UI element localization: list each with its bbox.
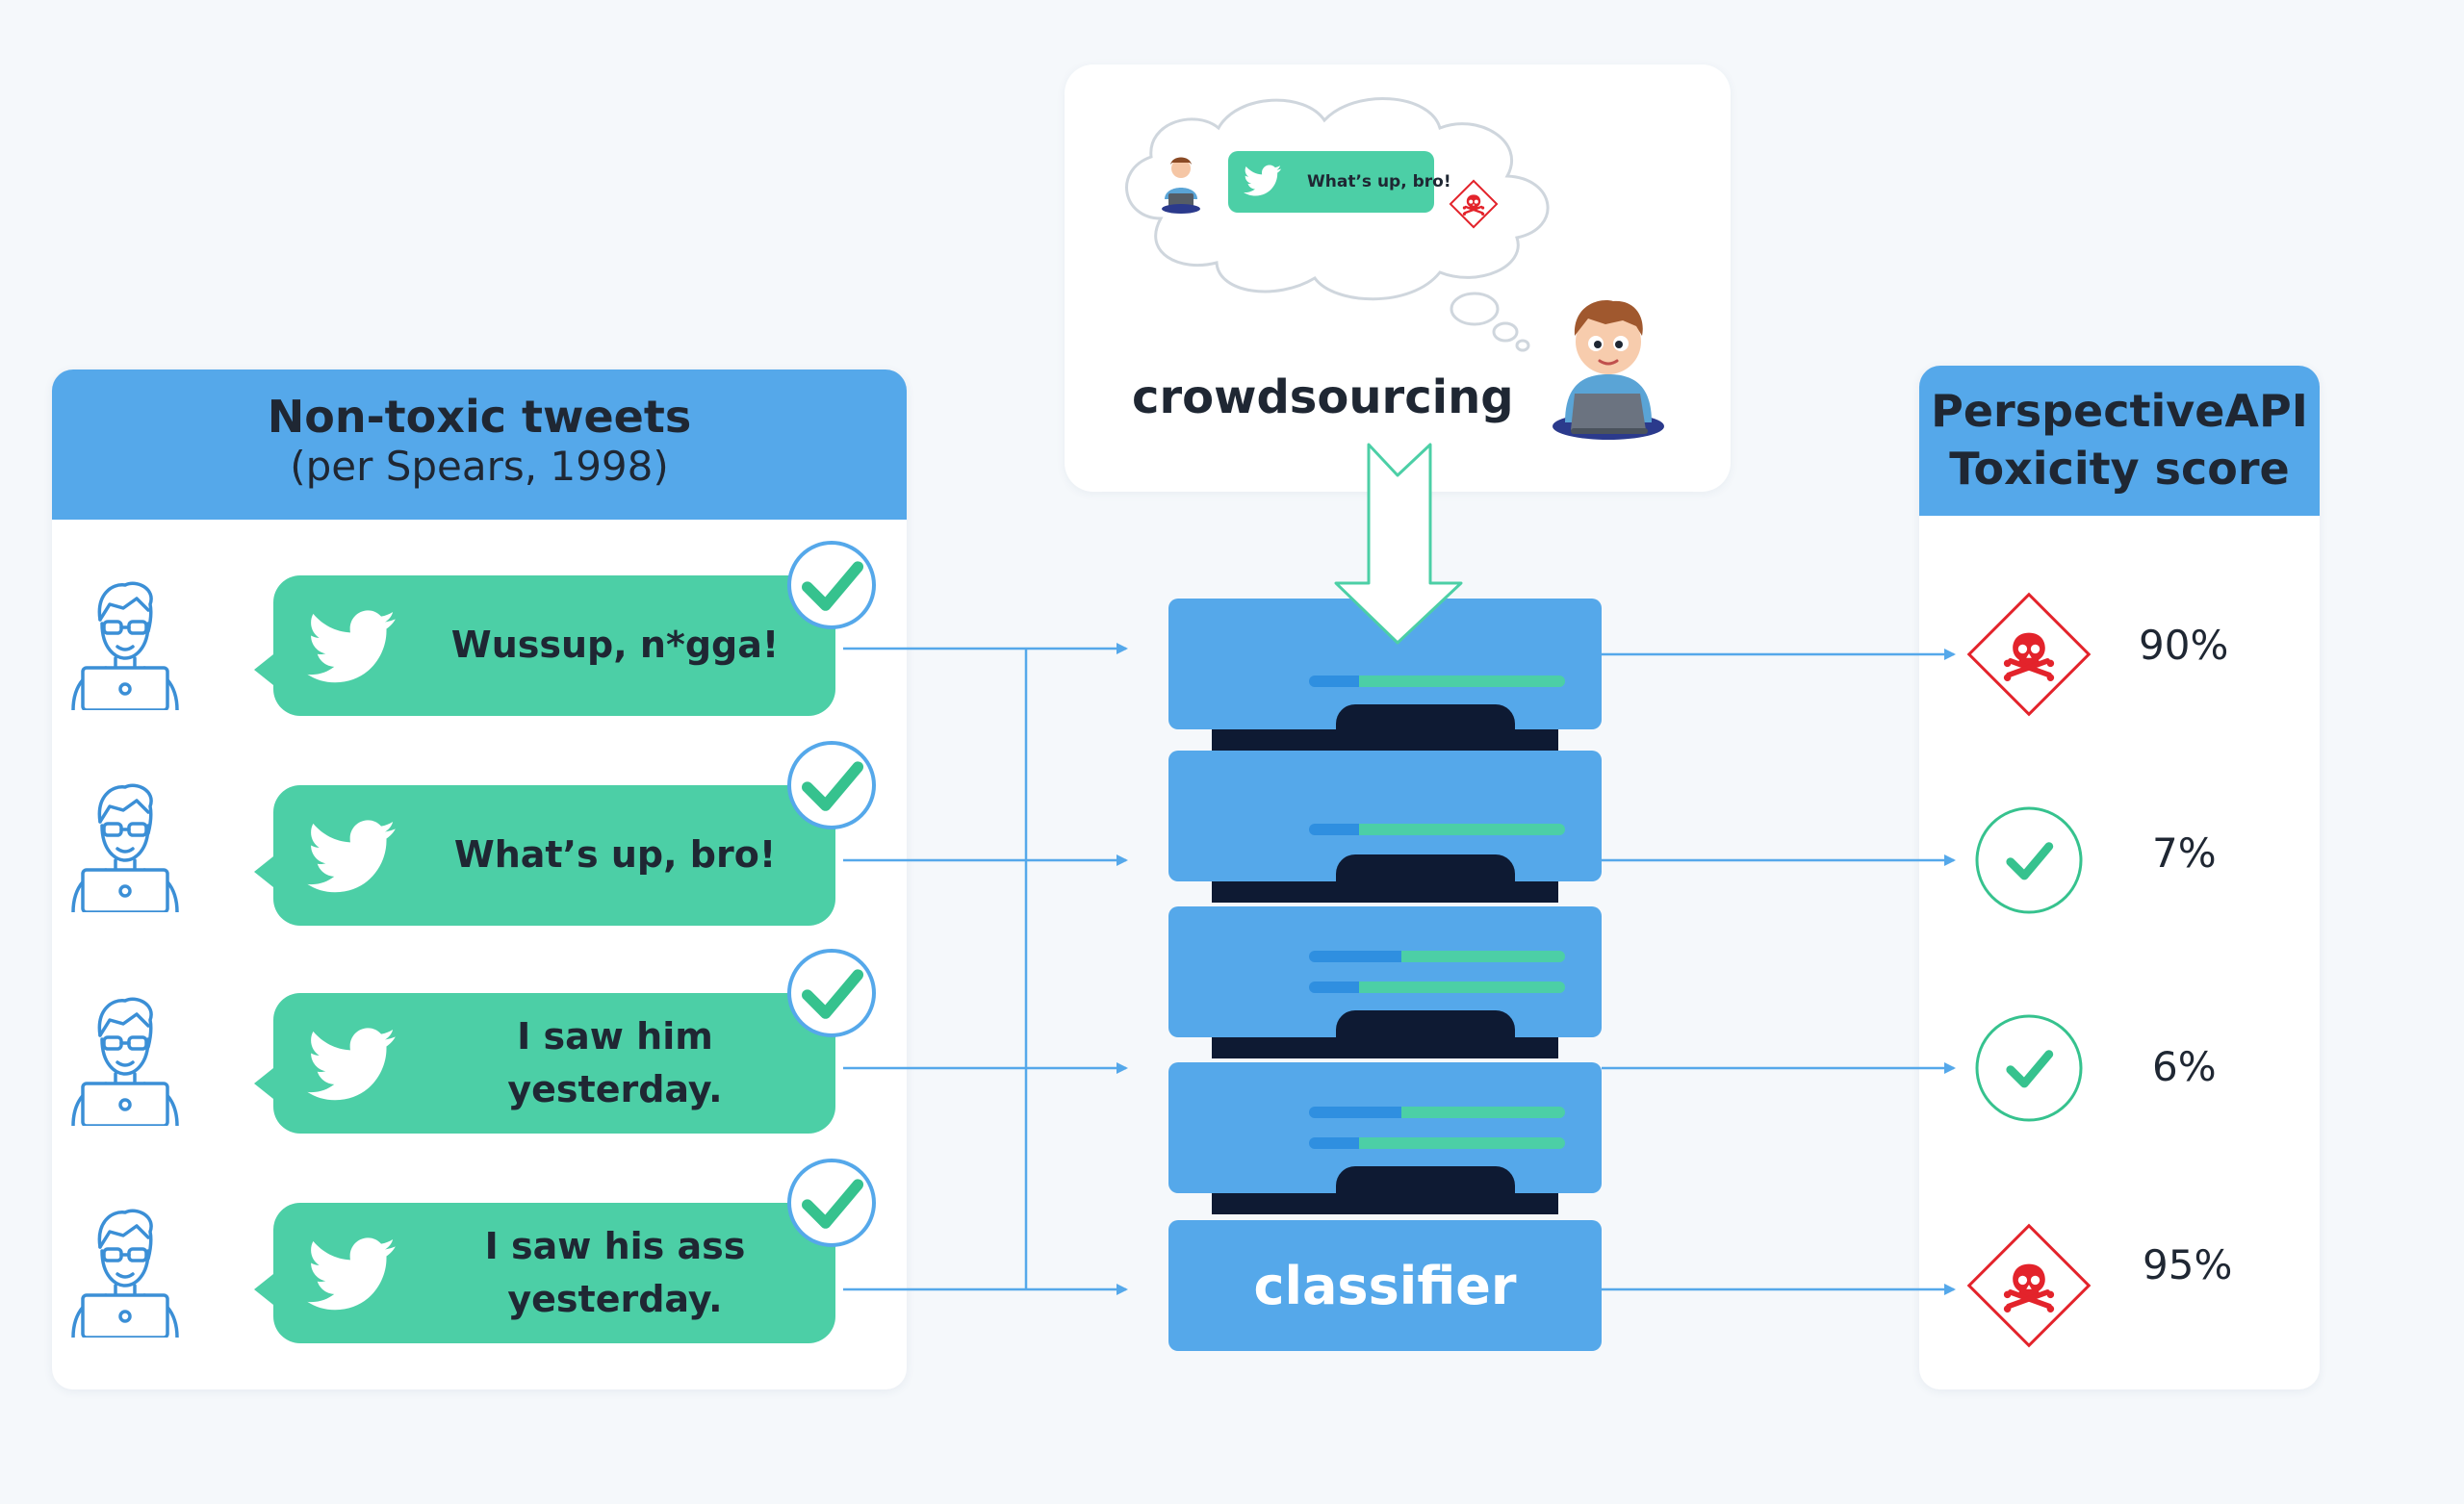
non-toxic-check-icon [1975,1014,2083,1122]
tweet-bubble: I saw him yesterday. [273,993,835,1134]
tweet-text: I saw his ass yesterday. [484,1224,746,1320]
mini-tweet-bubble: What’s up, bro! [1228,151,1451,213]
mini-toxic-icon [1449,179,1499,229]
server-slot [1212,1037,1558,1058]
tweet-bubble: Wussup, n*gga! [273,575,835,716]
bubble-tail [254,654,273,685]
score-value: 90% [2139,622,2229,669]
score-value: 6% [2152,1043,2217,1090]
server-bar [1401,951,1565,962]
tweet-text: Wussup, n*gga! [450,624,780,667]
crowd-worker-icon [1553,300,1664,440]
server-bar [1359,1137,1565,1149]
left-panel-header: Non-toxic tweets (per Spears, 1998) [52,370,907,520]
check-badge [787,741,876,829]
server-bar [1359,981,1565,993]
bubble-tail [254,1068,273,1099]
tweet-text: What’s up, bro! [453,833,777,877]
tweet-bubble: I saw his ass yesterday. [273,1203,835,1343]
server-block [1168,906,1602,1037]
bubble-tail [254,1274,273,1305]
server-bar [1309,1107,1401,1118]
server-slot [1212,881,1558,903]
crowdsourcing-arrow [1334,443,1463,645]
bubble-tail [254,856,273,887]
right-panel-title-line2: Toxicity score [1949,442,2290,495]
non-toxic-check-icon [1975,806,2083,914]
tweet-text: I saw him yesterday. [507,1014,723,1110]
server-bar [1309,981,1359,993]
mini-tweet-text: What’s up, bro! [1307,172,1451,191]
check-badge [787,949,876,1037]
server-bar [1401,1107,1565,1118]
score-value: 95% [2143,1241,2233,1288]
crowdsourcing-label: crowdsourcing [1132,370,1514,424]
server-bar [1359,676,1565,687]
server-slot [1212,729,1558,751]
check-badge [787,1159,876,1247]
server-bar [1309,824,1359,835]
crowdsourcing-card: What’s up, bro! crowdsourcing [1065,64,1731,492]
score-value: 7% [2152,829,2217,877]
right-panel-title-line1: PerspectiveAPI [1931,385,2308,437]
check-badge [787,541,876,629]
left-panel-subtitle: (per Spears, 1998) [290,443,669,491]
server-bar [1309,676,1359,687]
mini-user-icon [1162,157,1200,214]
server-bar [1309,951,1401,962]
tweet-bubble: What’s up, bro! [273,785,835,926]
classifier-label: classifier [1253,1255,1517,1316]
classifier-block: classifier [1168,1220,1602,1351]
server-bar [1309,1137,1359,1149]
toxic-warning-icon [1966,1223,2092,1348]
left-panel-title: Non-toxic tweets [267,391,692,443]
toxic-warning-icon [1966,592,2092,717]
right-panel-header: PerspectiveAPI Toxicity score [1919,366,2320,516]
server-bar [1359,824,1565,835]
server-slot [1212,1193,1558,1214]
